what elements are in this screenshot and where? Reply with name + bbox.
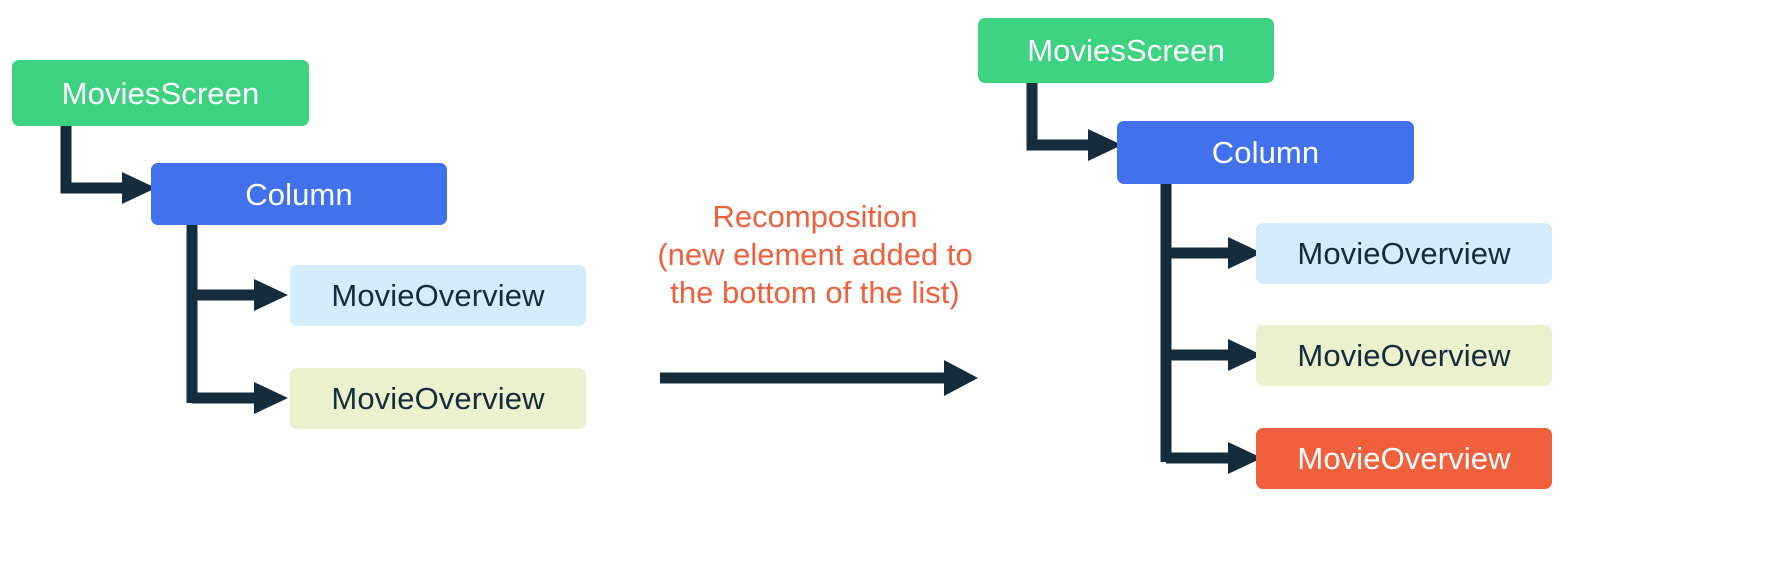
recomposition-annotation: Recomposition (new element added to the … (655, 198, 975, 312)
annotation-line-1: Recomposition (712, 199, 918, 234)
annotation-line-3: the bottom of the list) (670, 275, 960, 310)
before-node-column: Column (151, 163, 447, 225)
before-node-movies-screen: MoviesScreen (12, 60, 309, 126)
before-node-movie-overview-1: MovieOverview (290, 265, 586, 326)
before-connector-screen-to-column (60, 126, 156, 204)
annotation-line-2: (new element added to (657, 237, 973, 272)
before-node-movie-overview-2: MovieOverview (290, 368, 586, 429)
after-connector-screen-to-column (1026, 83, 1122, 161)
before-connector-column-to-children (186, 225, 288, 414)
right-arrow-icon (660, 360, 978, 396)
after-node-movie-overview-3-new: MovieOverview (1256, 428, 1552, 489)
after-node-movie-overview-2: MovieOverview (1256, 325, 1552, 386)
after-connector-column-to-children (1160, 184, 1262, 474)
after-node-movie-overview-1: MovieOverview (1256, 223, 1552, 284)
after-node-column: Column (1117, 121, 1414, 184)
after-node-movies-screen: MoviesScreen (978, 18, 1274, 83)
